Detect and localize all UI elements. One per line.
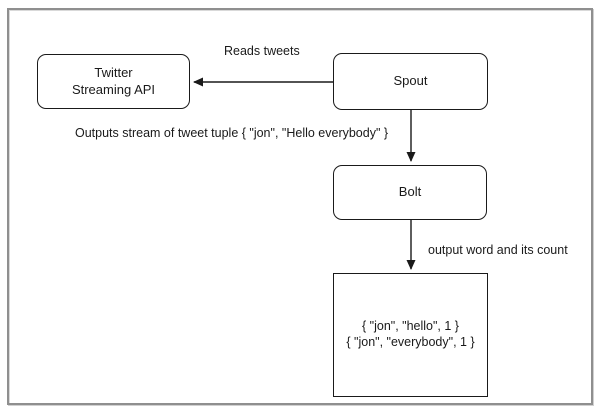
bolt-label: Bolt: [398, 184, 422, 200]
node-output-tuples: { "jon", "hello", 1 } { "jon", "everybod…: [333, 273, 488, 397]
twitter-label-line1: Twitter: [94, 65, 133, 81]
node-twitter-streaming-api: Twitter Streaming API: [37, 54, 190, 109]
edge-label-output-word-and-count: output word and its count: [428, 243, 568, 257]
edge-label-outputs-stream: Outputs stream of tweet tuple { "jon", "…: [75, 126, 389, 140]
output-tuple-line2: { "jon", "everybody", 1 }: [346, 335, 475, 349]
spout-label: Spout: [393, 73, 428, 89]
output-tuple-line1: { "jon", "hello", 1 }: [362, 319, 459, 334]
edge-label-reads-tweets: Reads tweets: [224, 44, 300, 58]
node-spout: Spout: [333, 53, 488, 110]
node-bolt: Bolt: [333, 165, 487, 220]
twitter-label-line2: Streaming API: [71, 81, 156, 97]
